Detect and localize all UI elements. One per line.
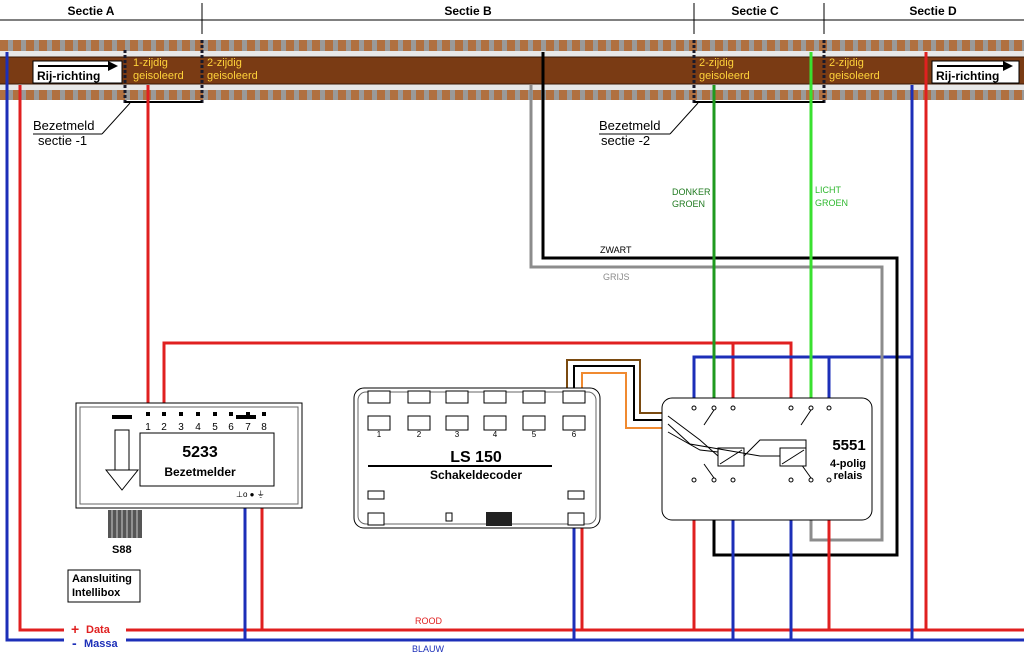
iso-label-d-1: 2-zijdig (829, 57, 864, 69)
ls150-output-blocks (367, 415, 586, 431)
relay-contacts-bottom (691, 463, 832, 483)
module-5551-line1: 4-polig (830, 458, 866, 470)
ls150-left-marker (367, 490, 385, 500)
ls150-output-label-1: 1 (377, 430, 382, 439)
iso-label-d-2: geisoleerd (829, 70, 880, 82)
direction-arrow-left: Rij-richting (32, 60, 123, 84)
s88-label: S88 (112, 544, 132, 556)
label-red: ROOD (415, 616, 443, 626)
iso-label-a-1: 1-zijdig (133, 57, 168, 69)
wire-brown (566, 359, 664, 414)
wire-red-input2-to-relais (162, 341, 793, 410)
section-label-a: Sectie A (68, 4, 115, 18)
input-label-7: 7 (245, 422, 251, 433)
wire-blue-relais-top (692, 355, 912, 405)
wire-orange (581, 372, 664, 429)
ls150-right-marker (567, 490, 585, 500)
ls150-output-label-6: 6 (572, 430, 577, 439)
input-label-1: 1 (145, 422, 151, 433)
bus-labels: + Data - Massa (64, 621, 126, 651)
occupancy-label-2-line1: Bezetmeld (599, 118, 660, 133)
plus-icon: + (71, 621, 79, 637)
ls150-programming-jumper (486, 512, 512, 526)
module-5233-terminal-marks: ⊥o ● ⏚ (236, 490, 265, 499)
module-5233-number: 5233 (182, 444, 218, 461)
track (0, 40, 1024, 100)
module-ls150-number: LS 150 (450, 449, 502, 466)
iso-label-b-2: geisoleerd (207, 70, 258, 82)
module-5551: 5551 4-polig relais (661, 397, 873, 521)
input-label-8: 8 (261, 422, 267, 433)
iso-label-a-2: geisoleerd (133, 70, 184, 82)
section-header: Sectie A Sectie B Sectie C Sectie D (0, 3, 1024, 34)
input-label-6: 6 (228, 422, 234, 433)
ls150-output-label-3: 3 (455, 430, 460, 439)
isolation-labels: 1-zijdig geisoleerd 2-zijdig geisoleerd … (133, 57, 880, 82)
ls150-bottom-terminal-left (367, 512, 385, 526)
minus-icon: - (72, 635, 77, 651)
module-5551-line2: relais (834, 470, 863, 482)
ls150-bottom-terminal-right (567, 512, 585, 526)
isolation-gaps (123, 40, 826, 103)
direction-label-left: Rij-richting (37, 69, 100, 83)
arrow-down-icon (104, 429, 140, 491)
input-label-4: 4 (195, 422, 201, 433)
label-light-green-2: GROEN (815, 198, 848, 208)
occupancy-label-2: Bezetmeld sectie -2 (599, 102, 699, 148)
occupancy-label-1-line1: Bezetmeld (33, 118, 94, 133)
label-dark-green-2: GROEN (672, 199, 705, 209)
input-terminals (146, 412, 266, 416)
ls150-top-terminals (367, 390, 586, 404)
input-label-2: 2 (161, 422, 167, 433)
direction-arrow-right: Rij-richting (931, 60, 1020, 84)
input-label-5: 5 (212, 422, 218, 433)
label-grey: GRIJS (603, 272, 630, 282)
ls150-output-label-5: 5 (532, 430, 537, 439)
module-ls150: 1 2 3 4 5 6 LS 150 Schakeldecoder (353, 387, 601, 529)
iso-label-c-2: geisoleerd (699, 70, 750, 82)
s88-connector: S88 (108, 510, 142, 556)
massa-label: Massa (84, 638, 119, 650)
label-blue: BLAUW (412, 644, 445, 654)
data-label: Data (86, 624, 111, 636)
intellibox-box: Aansluiting Intellibox (67, 569, 141, 603)
input-label-3: 3 (178, 422, 184, 433)
module-5233: 1 2 3 4 5 6 7 8 5233 Bezetmelder ⊥o ● ⏚ (75, 402, 303, 509)
module-ls150-name: Schakeldecoder (430, 468, 522, 482)
ls150-output-label-2: 2 (417, 430, 422, 439)
label-light-green-1: LICHT (815, 185, 842, 195)
wire-grey (529, 85, 884, 542)
ls150-led (445, 512, 453, 522)
intellibox-line2: Intellibox (72, 587, 121, 599)
wires (5, 52, 1024, 642)
occupancy-label-2-line2: sectie -2 (601, 133, 650, 148)
occupancy-label-1: Bezetmeld sectie -1 (33, 102, 131, 148)
wire-labels: DONKER GROEN LICHT GROEN ZWART GRIJS ROO… (412, 185, 848, 654)
wire-blue-left (5, 52, 1024, 642)
label-black: ZWART (600, 245, 632, 255)
iso-label-b-1: 2-zijdig (207, 57, 242, 69)
module-5551-number: 5551 (832, 437, 865, 454)
label-dark-green-1: DONKER (672, 187, 711, 197)
wire-red-left (18, 85, 1024, 632)
ls150-output-label-4: 4 (493, 430, 498, 439)
occupancy-label-1-line2: sectie -1 (38, 133, 87, 148)
section-label-c: Sectie C (731, 4, 779, 18)
relay-contacts-top (691, 405, 832, 426)
direction-label-right: Rij-richting (936, 69, 999, 83)
wire-black (541, 52, 899, 557)
section-label-d: Sectie D (909, 4, 957, 18)
module-5233-name: Bezetmelder (164, 465, 236, 479)
relay-coil-icon (667, 415, 807, 467)
intellibox-line1: Aansluiting (72, 573, 132, 585)
section-label-b: Sectie B (444, 4, 492, 18)
iso-label-c-1: 2-zijdig (699, 57, 734, 69)
wire-black-thin (573, 365, 664, 421)
